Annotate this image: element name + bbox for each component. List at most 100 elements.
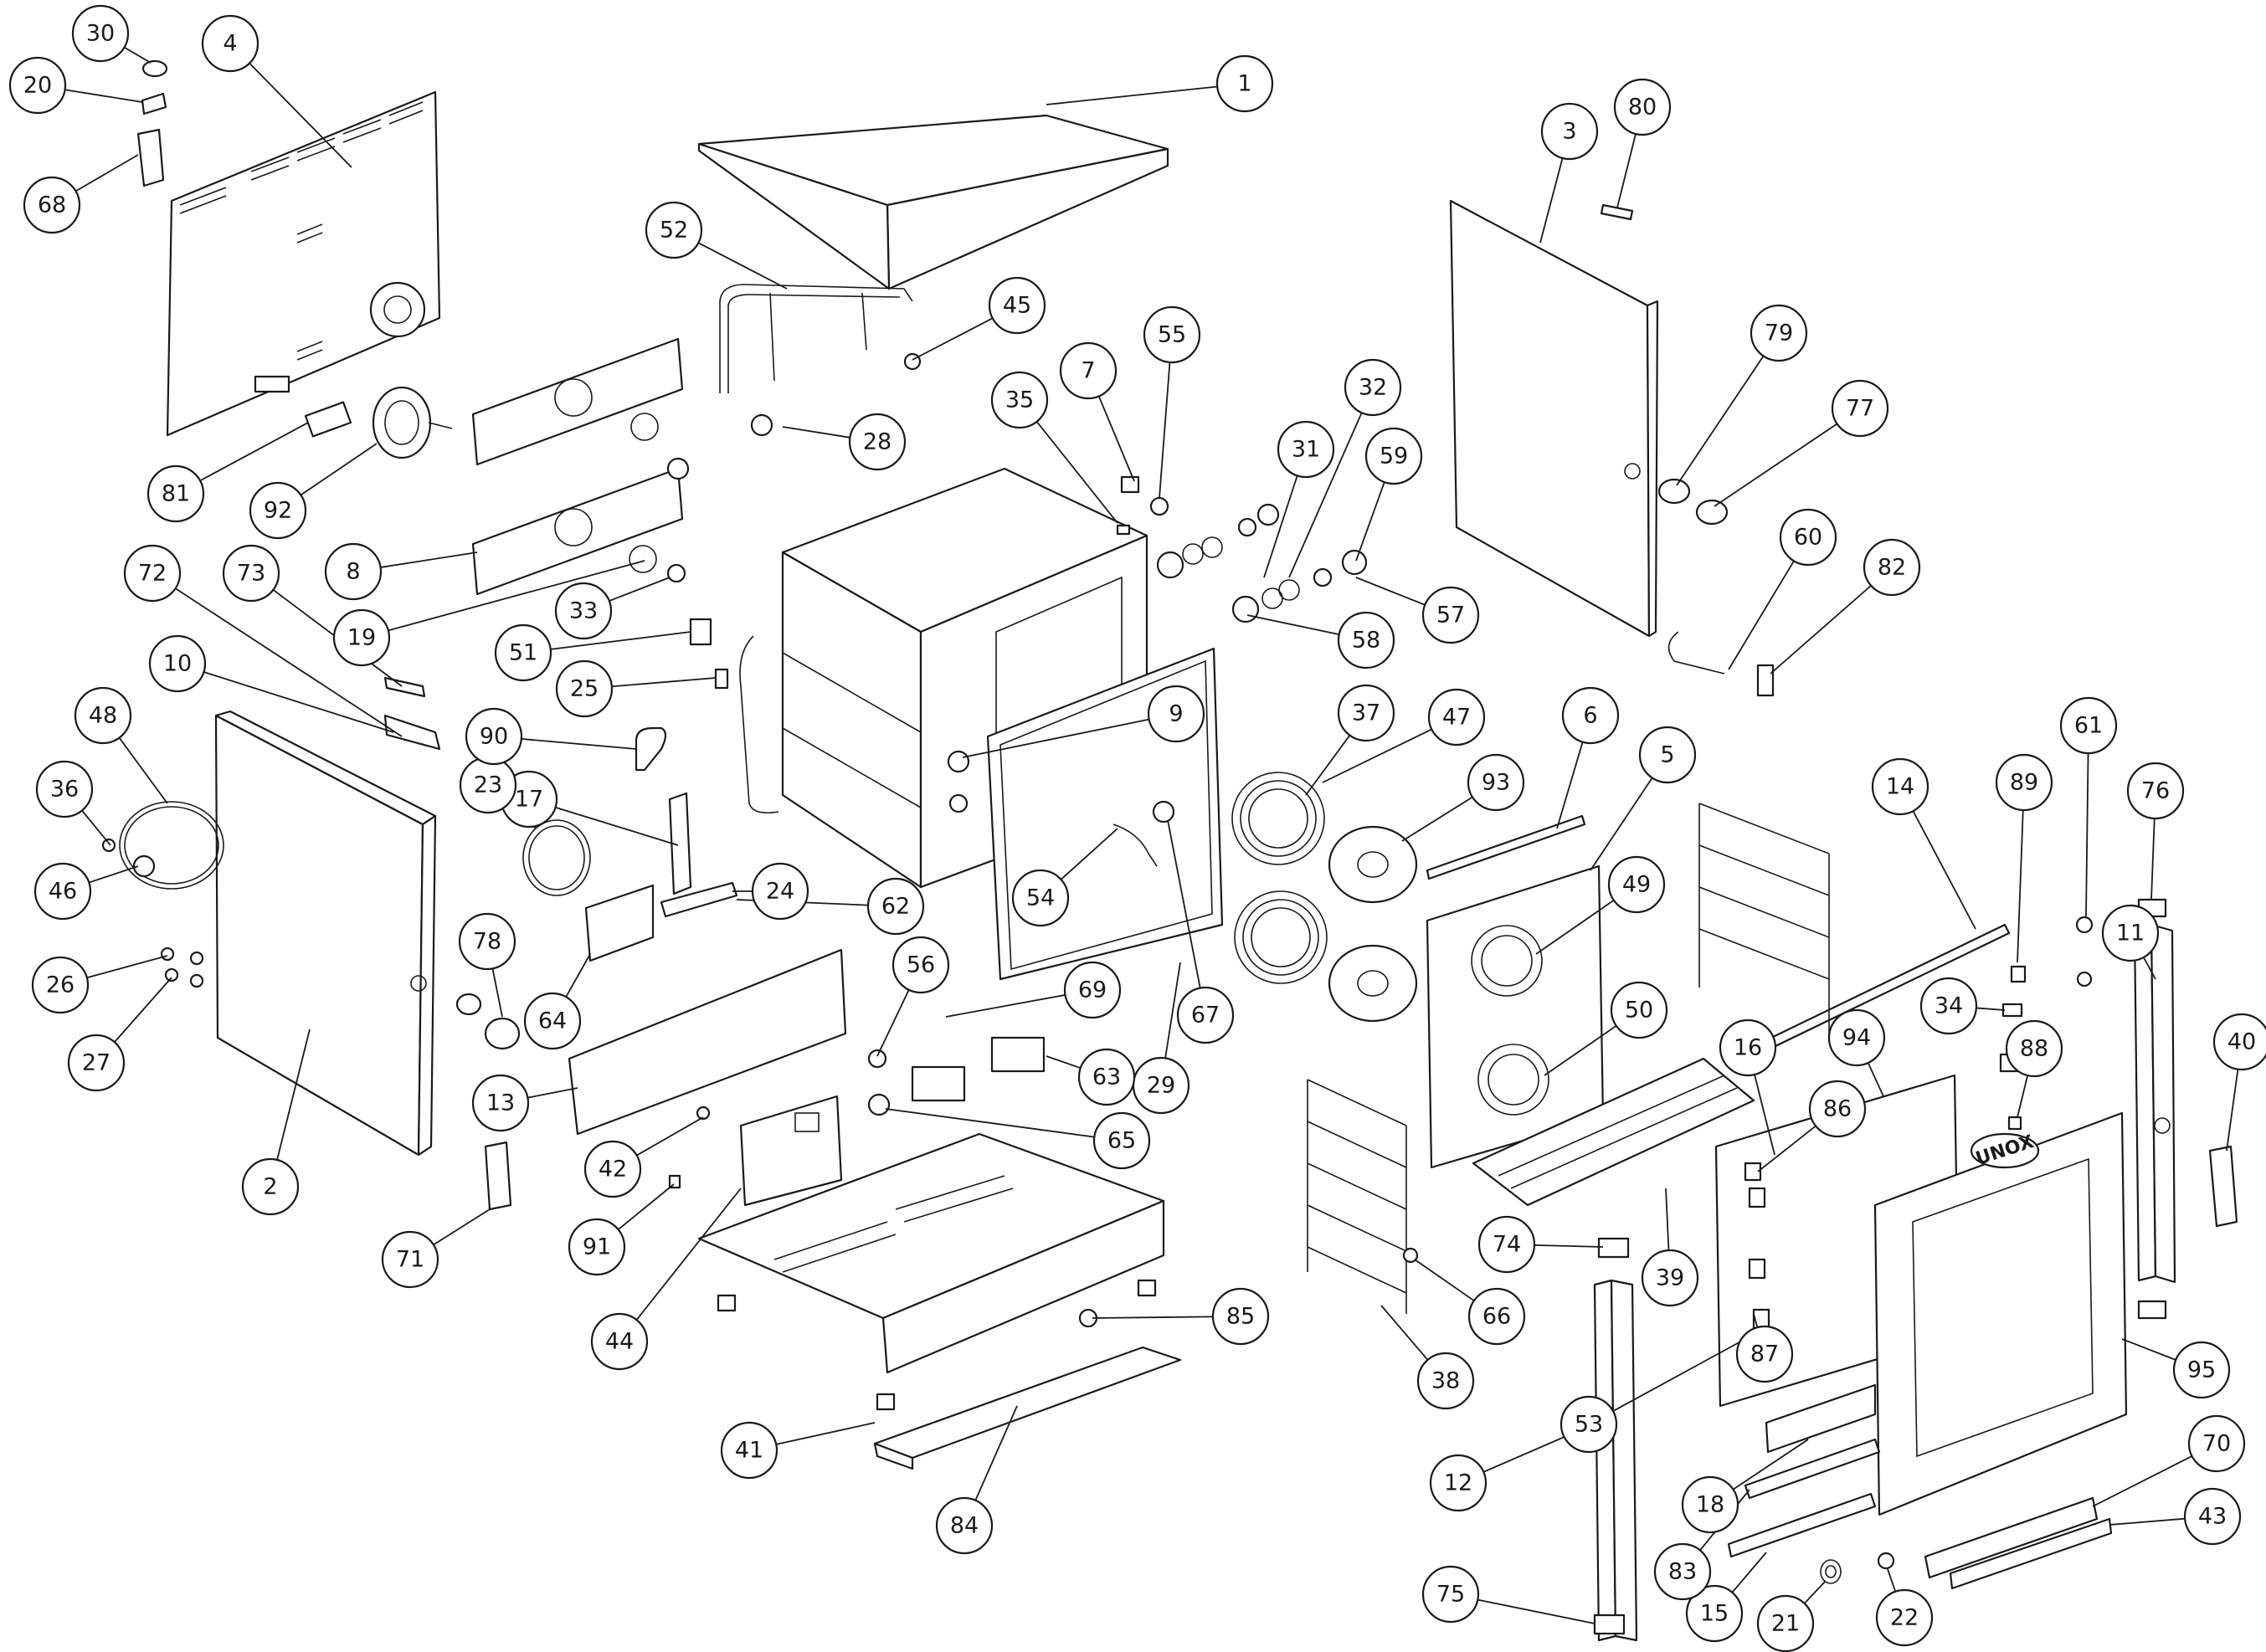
callout-label-69: 69 bbox=[1078, 977, 1107, 1003]
leader-line-85 bbox=[1092, 1316, 1214, 1319]
part-right-rack-support bbox=[1307, 1079, 1407, 1314]
callout-bubble-37 bbox=[1337, 684, 1395, 742]
leader-line-55 bbox=[1159, 362, 1171, 499]
callout-bubble-79 bbox=[1750, 304, 1808, 362]
leader-line-74 bbox=[1534, 1244, 1604, 1248]
callout-bubble-36 bbox=[35, 760, 94, 818]
callout-label-95: 95 bbox=[2187, 1357, 2216, 1383]
part-door-handle bbox=[2208, 1145, 2238, 1228]
callout-label-10: 10 bbox=[163, 651, 192, 677]
part-drain-fitting bbox=[1152, 800, 1175, 823]
callout-bubble-2 bbox=[241, 1157, 300, 1216]
leader-line-22 bbox=[1887, 1568, 1897, 1593]
callout-bubble-25 bbox=[555, 659, 614, 718]
callout-label-78: 78 bbox=[473, 929, 501, 955]
callout-label-70: 70 bbox=[2202, 1431, 2231, 1457]
callout-bubble-45 bbox=[988, 276, 1046, 335]
callout-bubble-70 bbox=[2187, 1414, 2246, 1473]
callout-label-42: 42 bbox=[599, 1157, 627, 1183]
callout-bubble-52 bbox=[645, 201, 703, 259]
leader-line-29 bbox=[1164, 962, 1181, 1059]
callout-label-91: 91 bbox=[583, 1234, 611, 1260]
callout-bubble-8 bbox=[324, 542, 383, 601]
callout-label-30: 30 bbox=[86, 21, 115, 47]
callout-bubble-6 bbox=[1561, 686, 1620, 745]
leader-line-94 bbox=[1867, 1062, 1884, 1097]
leader-line-76 bbox=[2150, 818, 2156, 900]
leader-line-44 bbox=[635, 1188, 742, 1321]
callout-label-71: 71 bbox=[396, 1247, 424, 1273]
leader-line-88 bbox=[2017, 1075, 2029, 1118]
leader-line-27 bbox=[114, 977, 172, 1043]
callout-label-62: 62 bbox=[881, 894, 910, 920]
leader-line-11 bbox=[2143, 957, 2156, 980]
part-safety-thermostat bbox=[484, 1017, 521, 1050]
callout-label-46: 46 bbox=[49, 879, 77, 905]
part-bracket bbox=[668, 792, 692, 895]
callout-label-47: 47 bbox=[1442, 705, 1471, 731]
leader-line-71 bbox=[433, 1208, 491, 1246]
callout-label-16: 16 bbox=[1734, 1035, 1762, 1061]
callout-label-41: 41 bbox=[735, 1438, 763, 1464]
callout-label-80: 80 bbox=[1628, 95, 1657, 121]
part-switch bbox=[867, 1049, 887, 1069]
callout-label-38: 38 bbox=[1431, 1368, 1460, 1394]
callout-bubble-69 bbox=[1063, 961, 1122, 1019]
leader-line-64 bbox=[565, 953, 591, 998]
part-door-catch bbox=[1744, 1438, 1881, 1500]
callout-bubble-35 bbox=[990, 371, 1049, 429]
part-cover-strip bbox=[383, 676, 426, 698]
callout-bubble-24 bbox=[751, 862, 809, 921]
callout-bubble-26 bbox=[31, 956, 90, 1014]
leader-line-52 bbox=[697, 242, 788, 290]
part-thermostat bbox=[1149, 496, 1169, 516]
leader-line-66 bbox=[1414, 1259, 1475, 1301]
part-oven-chamber-gasket bbox=[947, 750, 970, 773]
callout-label-59: 59 bbox=[1380, 444, 1408, 469]
callout-label-54: 54 bbox=[1026, 885, 1055, 911]
part-motor-mounting-plates bbox=[471, 337, 690, 596]
part-circuit-board bbox=[739, 1095, 843, 1207]
callout-bubble-7 bbox=[1059, 341, 1118, 400]
callout-bubble-92 bbox=[249, 481, 307, 540]
callout-label-72: 72 bbox=[138, 561, 167, 587]
callout-bubble-19 bbox=[332, 608, 391, 667]
part-water-pipe bbox=[719, 284, 913, 393]
callout-label-40: 40 bbox=[2227, 1029, 2256, 1055]
leader-line-82 bbox=[1770, 585, 1872, 675]
callout-bubble-14 bbox=[1871, 757, 1929, 816]
part-screw bbox=[696, 1106, 711, 1121]
callout-bubble-47 bbox=[1427, 688, 1486, 746]
leader-line-19 bbox=[388, 560, 645, 632]
leader-line-16 bbox=[1754, 1074, 1775, 1156]
callout-label-89: 89 bbox=[2010, 770, 2038, 796]
callout-bubble-5 bbox=[1638, 726, 1697, 784]
part-elbow-fitting bbox=[635, 726, 667, 772]
callout-label-55: 55 bbox=[1158, 322, 1186, 348]
leader-line-1 bbox=[1046, 85, 1218, 105]
leader-line-36 bbox=[81, 809, 111, 846]
callout-bubble-34 bbox=[1919, 977, 1978, 1035]
callout-label-45: 45 bbox=[1003, 293, 1031, 319]
callout-bubble-64 bbox=[523, 992, 582, 1050]
callout-label-11: 11 bbox=[2116, 921, 2145, 947]
callout-bubble-1 bbox=[1215, 54, 1274, 113]
callout-label-1: 1 bbox=[1237, 71, 1251, 97]
callout-label-49: 49 bbox=[1622, 872, 1651, 898]
callout-bubble-43 bbox=[2183, 1487, 2242, 1546]
callout-bubble-4 bbox=[201, 14, 259, 73]
leader-line-31 bbox=[1263, 475, 1298, 578]
leader-line-2 bbox=[276, 1029, 311, 1161]
callout-bubble-16 bbox=[1719, 1018, 1777, 1077]
leader-line-84 bbox=[974, 1405, 1018, 1501]
callout-bubble-95 bbox=[2172, 1341, 2231, 1399]
callout-bubble-10 bbox=[148, 634, 207, 693]
part-cap bbox=[141, 59, 168, 78]
leader-line-75 bbox=[1477, 1598, 1595, 1624]
part-control-mounting-plate bbox=[568, 948, 847, 1136]
callout-bubble-41 bbox=[720, 1421, 778, 1480]
part-probe-wire bbox=[1112, 823, 1158, 867]
part-right-side-panel bbox=[1449, 199, 1659, 638]
callout-bubble-89 bbox=[1995, 753, 2053, 812]
